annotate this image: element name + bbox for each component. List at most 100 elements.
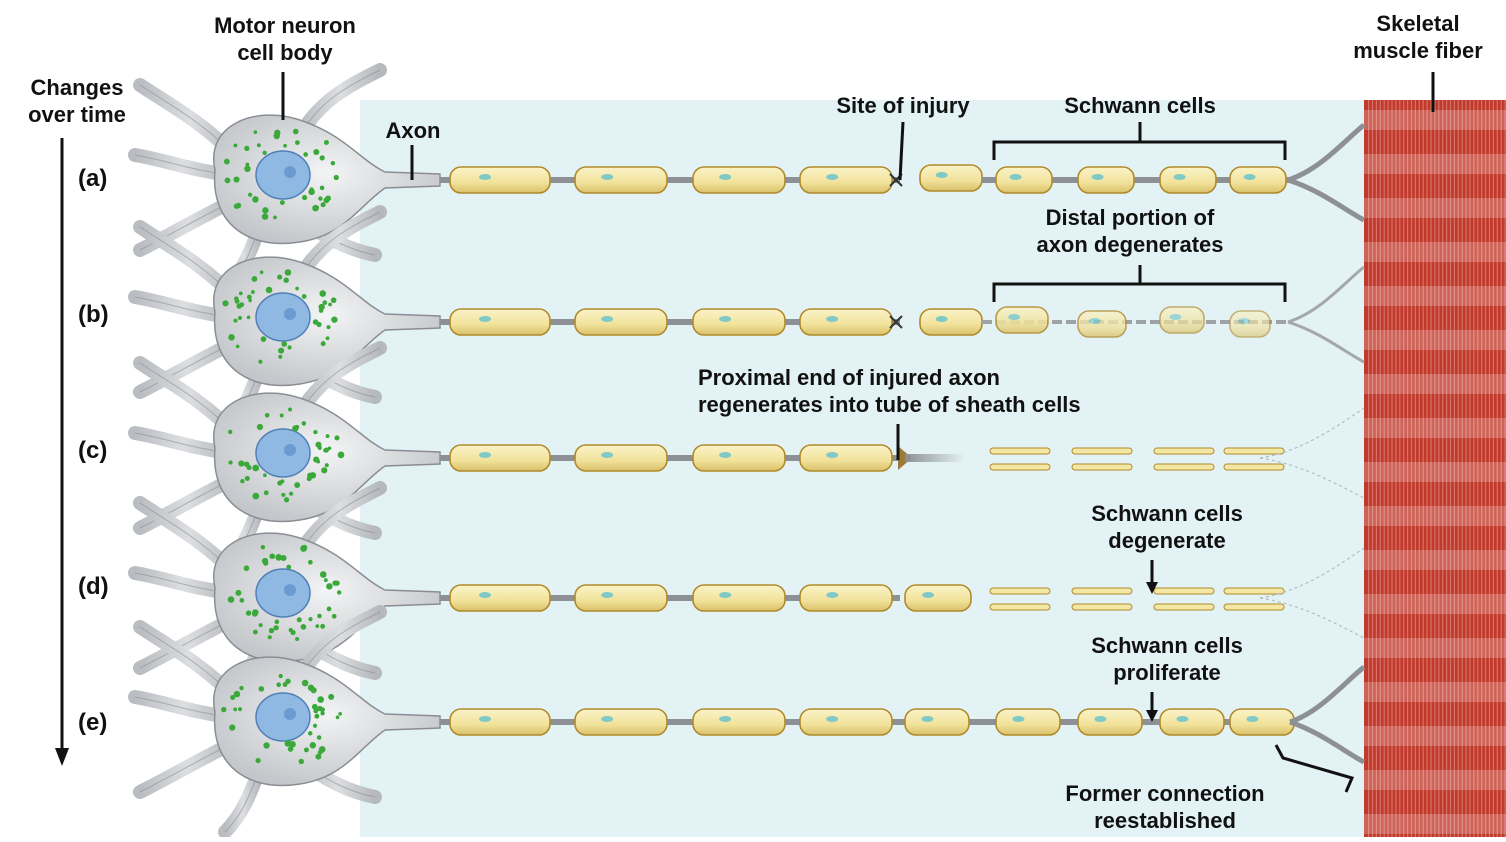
nissl-body [280, 479, 284, 483]
nissl-body [263, 473, 267, 477]
schwann-sheath [800, 309, 892, 335]
schwann-cell [800, 309, 892, 335]
nissl-body [325, 463, 329, 467]
schwann-nucleus [1238, 318, 1250, 324]
nissl-body [262, 558, 268, 564]
distal-portion-label: Distal portion of axon degenerates [1000, 204, 1260, 258]
nissl-body [313, 149, 319, 155]
schwann-sheath [1078, 709, 1142, 735]
nissl-body [261, 545, 265, 549]
nissl-body [244, 462, 250, 468]
nissl-body [324, 578, 328, 582]
nissl-body [274, 130, 280, 136]
schwann-sheath [1078, 167, 1134, 193]
nissl-body [318, 304, 324, 310]
nissl-body [244, 146, 249, 151]
schwann-cell-fragmented [1230, 311, 1270, 337]
schwann-nucleus [826, 452, 838, 458]
schwann-sheath [905, 709, 969, 735]
schwann-cell [1160, 709, 1224, 735]
schwann-sheath [1078, 311, 1126, 337]
nissl-body [315, 624, 319, 628]
nissl-body [247, 316, 251, 320]
muscle-band [1364, 726, 1506, 746]
nissl-body [240, 479, 244, 483]
nissl-body [246, 610, 251, 615]
proximal-end-label: Proximal end of injured axon regenerates… [698, 364, 1198, 418]
schwann-cell [575, 709, 667, 735]
nissl-body [236, 303, 241, 308]
schwann-sheath [693, 309, 785, 335]
nissl-body [289, 628, 293, 632]
nissl-body [228, 460, 232, 464]
schwann-nucleus [1174, 174, 1186, 180]
nissl-body [317, 735, 322, 740]
nissl-body [248, 193, 252, 197]
nissl-body [321, 467, 327, 473]
nissl-body [276, 682, 281, 687]
nissl-body [257, 143, 261, 147]
sheath-tube-lower [1224, 604, 1284, 610]
nissl-body [257, 424, 263, 430]
schwann-nucleus [479, 452, 491, 458]
nissl-body [224, 159, 230, 165]
schwann-nucleus [719, 452, 731, 458]
nissl-body [304, 747, 309, 752]
schwann-nucleus [719, 592, 731, 598]
schwann-cell [575, 309, 667, 335]
nissl-body [233, 143, 237, 147]
muscle-band [1364, 462, 1506, 482]
schwann-nucleus [479, 716, 491, 722]
sheath-tube-lower [1154, 464, 1214, 470]
schwann-nucleus [719, 316, 731, 322]
schwann-cell-fragmented [1160, 307, 1204, 333]
nissl-body [283, 144, 287, 148]
nissl-body [283, 277, 288, 282]
nissl-body [326, 434, 330, 438]
nissl-body [313, 430, 317, 434]
nissl-body [265, 413, 270, 418]
nissl-body [283, 682, 288, 687]
nucleus [256, 151, 310, 199]
nissl-body [302, 545, 308, 551]
nissl-body [295, 425, 299, 429]
schwann-cell [905, 709, 969, 735]
nissl-body [280, 200, 285, 205]
nissl-body [321, 341, 326, 346]
nissl-body [287, 345, 291, 349]
muscle-band [1364, 286, 1506, 306]
nucleolus [284, 584, 296, 596]
schwann-nucleus [601, 452, 613, 458]
schwann-cell [1230, 167, 1286, 193]
schwann-nucleus [1010, 174, 1022, 180]
schwann-nucleus [479, 316, 491, 322]
nissl-body [308, 617, 312, 621]
schwann-cell-degenerating [920, 309, 982, 335]
stage-e-label: (e) [78, 709, 107, 737]
nissl-body [319, 746, 326, 753]
nissl-body [235, 299, 240, 304]
schwann-nucleus [826, 174, 838, 180]
muscle-band [1364, 374, 1506, 394]
nissl-body [238, 460, 244, 466]
schwann-nucleus [936, 316, 948, 322]
nissl-body [254, 130, 258, 134]
schwann-cell [996, 709, 1060, 735]
nissl-body [328, 694, 334, 700]
nucleolus [284, 444, 296, 456]
nissl-body [326, 336, 330, 340]
schwann-nucleus [1176, 716, 1188, 722]
schwann-sheath [1160, 167, 1216, 193]
nissl-body [222, 300, 228, 306]
schwann-cell [1160, 167, 1216, 193]
time-arrow-head [55, 748, 69, 766]
sheath-tube-upper [990, 448, 1050, 454]
nissl-body [319, 290, 326, 297]
nissl-body [286, 565, 291, 570]
nissl-body [238, 707, 242, 711]
stage-c-label: (c) [78, 437, 107, 465]
schwann-cell-new [905, 585, 971, 611]
schwann-cell [575, 445, 667, 471]
schwann-cell [693, 585, 785, 611]
schwann-cell [1078, 167, 1134, 193]
